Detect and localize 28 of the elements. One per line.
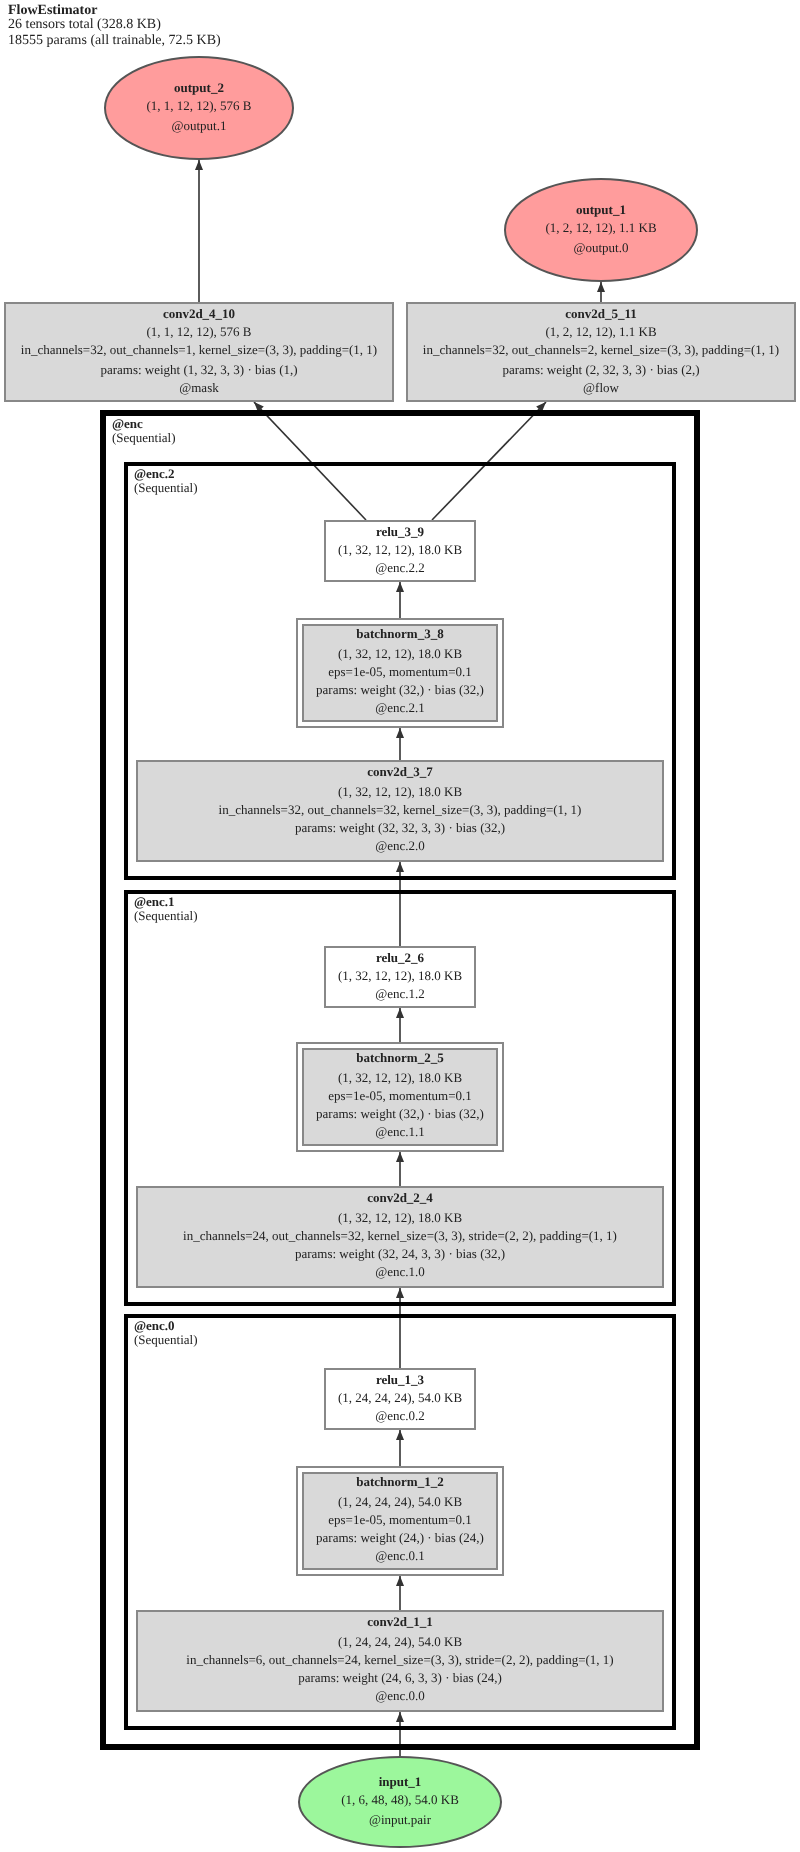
arrow [253,401,367,521]
arrow [597,281,605,303]
sequential-group-frame [124,890,676,1306]
arrow [396,1711,404,1757]
arrow [396,1287,404,1369]
conv-layer-node [136,1186,664,1288]
arrow [396,1429,404,1467]
batchnorm-layer-node [296,1466,504,1576]
sequential-group-frame [100,410,700,1750]
conv-layer-node [4,302,394,402]
arrow [396,861,404,947]
sequential-group-frame [124,462,676,880]
arrow [431,401,547,521]
arrow [396,1151,404,1187]
batchnorm-layer-node [296,1042,504,1152]
conv-layer-node [136,1610,664,1712]
arrow [396,727,404,761]
arrow [195,159,203,303]
arrow [396,581,404,619]
relu-layer-node [324,1368,476,1430]
relu-layer-node [324,520,476,582]
conv-layer-node [136,760,664,862]
arrow [396,1007,404,1043]
relu-layer-node [324,946,476,1008]
batchnorm-layer-node [296,618,504,728]
sequential-group-frame [124,1314,676,1730]
arrow [396,1575,404,1611]
conv-layer-node [406,302,796,402]
